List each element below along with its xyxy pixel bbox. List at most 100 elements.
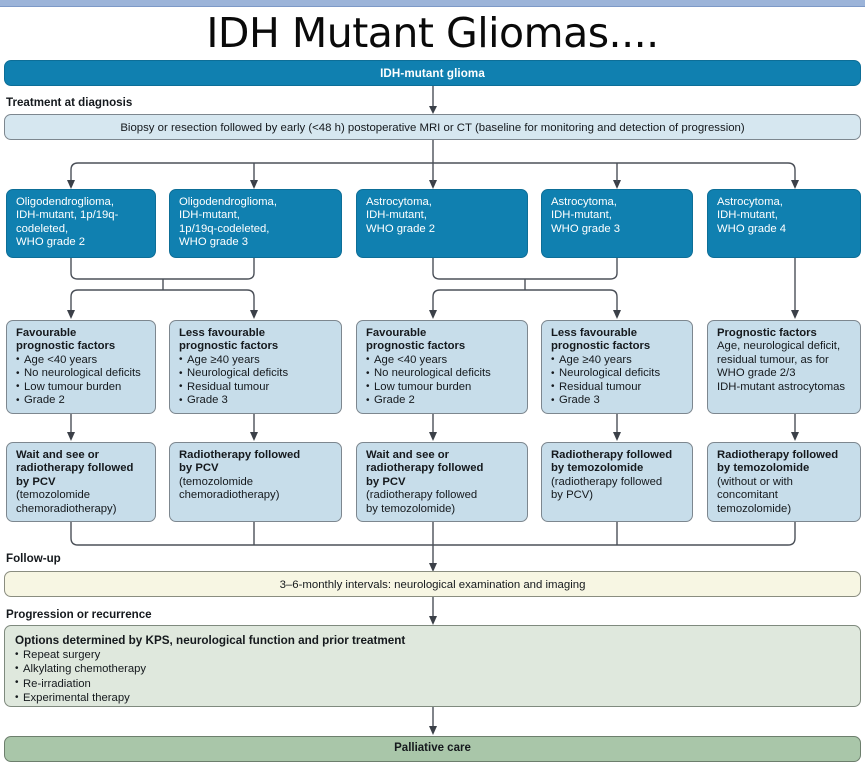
- diagnosis-line: IDH-mutant,: [366, 209, 427, 222]
- prognostic-box-grade4: Prognostic factors Age, neurological def…: [707, 320, 861, 414]
- treatment-box-rt-followed-by-tmz-2: Radiotherapy followed by temozolomide (w…: [707, 442, 861, 522]
- prognostic-body-line: IDH-mutant astrocytomas: [717, 380, 846, 393]
- prognostic-heading: Less favourable: [551, 327, 638, 339]
- prognostic-heading: prognostic factors: [16, 340, 116, 353]
- prognostic-bullet: Low tumour burden: [366, 380, 519, 394]
- treatment-box-wait-and-see-or-rt-pcv-2: Wait and see or radiotherapy followed by…: [356, 442, 528, 522]
- progression-bullet: Experimental therapy: [15, 691, 850, 706]
- treatment-bold-line: Radiotherapy followed: [179, 449, 301, 461]
- prognostic-heading: Less favourable: [179, 327, 266, 339]
- prognostic-bullet: No neurological deficits: [366, 367, 519, 381]
- diagnosis-line: codeleted,: [16, 222, 69, 235]
- treatment-normal-line: concomitant: [717, 489, 778, 502]
- treatment-bold-line: Radiotherapy followed: [717, 449, 839, 461]
- progression-bullet: Repeat surgery: [15, 647, 850, 662]
- treatment-bold-line: radiotherapy followed: [366, 462, 484, 475]
- treatment-bold-line: Wait and see or: [366, 449, 450, 461]
- treatment-bold-line: by PCV: [179, 462, 219, 475]
- progression-bullet: Alkylating chemotherapy: [15, 662, 850, 677]
- treatment-normal-line: (without or with: [717, 475, 793, 488]
- banner-label: IDH-mutant glioma: [380, 67, 485, 80]
- diagnosis-line: WHO grade 2: [16, 236, 86, 249]
- prognostic-bullet: Age <40 years: [16, 353, 147, 367]
- prognostic-body-line: WHO grade 2/3: [717, 367, 796, 380]
- treatment-normal-line: chemoradiotherapy): [179, 489, 280, 502]
- prognostic-bullet: Residual tumour: [551, 380, 684, 394]
- diagnosis-box-oligodendroglioma-grade-2: Oligodendroglioma, IDH-mutant, 1p/19q- c…: [6, 189, 156, 258]
- split-bus-diagnoses: [70, 162, 796, 185]
- treatment-normal-line: chemoradiotherapy): [16, 502, 117, 515]
- treatment-bold-line: by temozolomide: [717, 462, 810, 475]
- treatment-normal-line: temozolomide): [717, 502, 792, 515]
- diagnosis-box-astrocytoma-grade-2: Astrocytoma, IDH-mutant, WHO grade 2: [356, 189, 528, 258]
- prognostic-box-favourable-oligo: Favourable prognostic factors Age <40 ye…: [6, 320, 156, 414]
- prognostic-bullet: Age ≥40 years: [179, 353, 333, 367]
- prognostic-bullet-list: Age <40 years No neurological deficits L…: [366, 353, 519, 408]
- diagnosis-line: Astrocytoma,: [366, 196, 432, 208]
- progression-bullet: Re-irradiation: [15, 676, 850, 691]
- prognostic-bullet-list: Age ≥40 years Neurological deficits Resi…: [179, 353, 333, 408]
- progression-box: Options determined by KPS, neurological …: [4, 625, 861, 707]
- split-astro-prognostic: [432, 289, 618, 316]
- treatment-box-rt-followed-by-tmz-1: Radiotherapy followed by temozolomide (r…: [541, 442, 693, 522]
- prognostic-bullet: Residual tumour: [179, 380, 333, 394]
- prognostic-bullet: No neurological deficits: [16, 367, 147, 381]
- treatment-normal-line: (radiotherapy followed: [551, 475, 663, 488]
- diagnosis-line: IDH-mutant, 1p/19q-: [16, 209, 119, 222]
- treatment-bold-line: by PCV: [366, 475, 406, 488]
- prognostic-bullet: Grade 3: [551, 394, 684, 408]
- treatment-normal-line: by PCV): [551, 489, 594, 502]
- prognostic-bullet-list: Age <40 years No neurological deficits L…: [16, 353, 147, 408]
- merge-astrocytomas: [432, 258, 618, 280]
- treatment-normal-line: (temozolomide: [16, 489, 91, 502]
- prognostic-bullet: Grade 2: [16, 394, 147, 408]
- treatment-normal-line: (temozolomide: [179, 475, 254, 488]
- diagnosis-line: IDH-mutant,: [551, 209, 612, 222]
- progression-heading: Options determined by KPS, neurological …: [15, 634, 406, 647]
- prognostic-bullet: Neurological deficits: [551, 367, 684, 381]
- section-label-progression-or-recurrence: Progression or recurrence: [6, 608, 152, 621]
- follow-up-box: 3–6-monthly intervals: neurological exam…: [4, 571, 861, 597]
- treatment-bold-line: Wait and see or: [16, 449, 100, 461]
- treatment-normal-line: (radiotherapy followed: [366, 489, 478, 502]
- banner-idh-mutant-glioma: IDH-mutant glioma: [4, 60, 861, 86]
- treatment-bold-line: by temozolomide: [551, 462, 644, 475]
- prognostic-bullet: Age ≥40 years: [551, 353, 684, 367]
- palliative-care-box: Palliative care: [4, 736, 861, 762]
- section-label-treatment-at-diagnosis: Treatment at diagnosis: [6, 96, 133, 109]
- diagnosis-line: IDH-mutant,: [717, 209, 778, 222]
- diagnosis-line: WHO grade 3: [179, 236, 249, 249]
- prognostic-heading: prognostic factors: [179, 340, 279, 353]
- treatment-normal-line: by temozolomide): [366, 502, 456, 515]
- treatment-bold-line: radiotherapy followed: [16, 462, 134, 475]
- prognostic-heading: Prognostic factors: [717, 327, 817, 339]
- slide-top-border: [0, 0, 865, 7]
- diagnosis-line: WHO grade 3: [551, 222, 621, 235]
- follow-up-label: 3–6-monthly intervals: neurological exam…: [279, 579, 586, 591]
- diagnosis-line: WHO grade 2: [366, 222, 436, 235]
- prognostic-body-line: Age, neurological deficit,: [717, 340, 841, 353]
- prognostic-box-less-favourable-oligo: Less favourable prognostic factors Age ≥…: [169, 320, 342, 414]
- prognostic-heading: Favourable: [366, 327, 427, 339]
- diagnosis-line: WHO grade 4: [717, 222, 787, 235]
- treatment-box-wait-and-see-or-rt-pcv-1: Wait and see or radiotherapy followed by…: [6, 442, 156, 522]
- treatment-box-rt-followed-by-pcv: Radiotherapy followed by PCV (temozolomi…: [169, 442, 342, 522]
- diagnosis-line: Astrocytoma,: [717, 196, 783, 208]
- prognostic-box-less-favourable-astro: Less favourable prognostic factors Age ≥…: [541, 320, 693, 414]
- prognostic-heading: prognostic factors: [551, 340, 651, 353]
- diagnosis-line: Oligodendroglioma,: [16, 196, 114, 208]
- prognostic-bullet: Grade 2: [366, 394, 519, 408]
- prognostic-bullet-list: Age ≥40 years Neurological deficits Resi…: [551, 353, 684, 408]
- progression-bullet-list: Repeat surgery Alkylating chemotherapy R…: [15, 647, 850, 706]
- prognostic-heading: Favourable: [16, 327, 77, 339]
- biopsy-box: Biopsy or resection followed by early (<…: [4, 114, 861, 140]
- palliative-care-label: Palliative care: [394, 742, 471, 755]
- diagnosis-line: 1p/19q-codeleted,: [179, 222, 270, 235]
- treatment-bold-line: by PCV: [16, 475, 56, 488]
- treatment-bold-line: Radiotherapy followed: [551, 449, 673, 461]
- prognostic-bullet: Age <40 years: [366, 353, 519, 367]
- merge-oligodendrogliomas: [70, 258, 255, 280]
- diagnosis-box-oligodendroglioma-grade-3: Oligodendroglioma, IDH-mutant, 1p/19q-co…: [169, 189, 342, 258]
- prognostic-heading: prognostic factors: [366, 340, 466, 353]
